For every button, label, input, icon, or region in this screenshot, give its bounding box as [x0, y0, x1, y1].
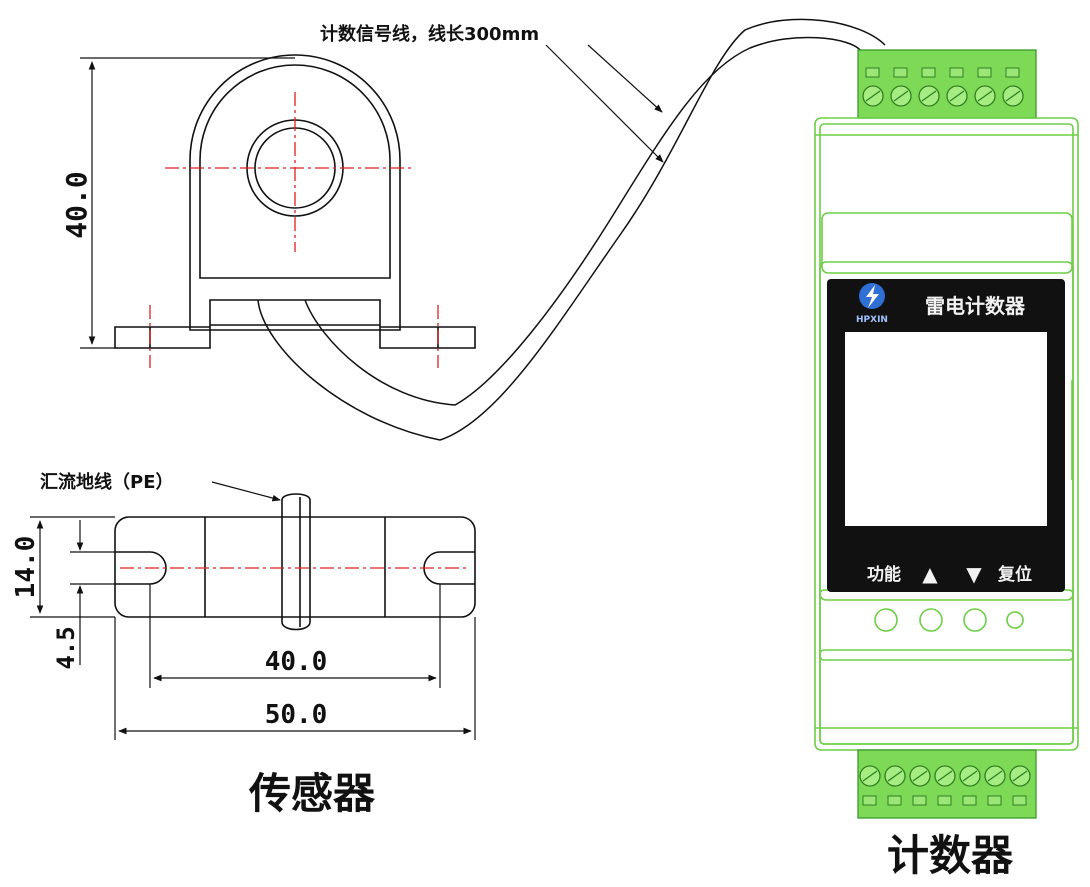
sensor-title: 传感器 — [248, 769, 376, 818]
counter-buttons — [874, 608, 1024, 632]
signal-cable — [257, 18, 886, 441]
ground-wire-body — [281, 493, 311, 631]
dim-overall-width-label: 50.0 — [265, 700, 328, 730]
sensor-inner-body — [199, 64, 391, 279]
counter-title: 计数器 — [887, 831, 1014, 880]
dim-sensor-height-label: 40.0 — [60, 171, 93, 238]
dim-sensor-height — [80, 57, 295, 349]
reset-button — [1006, 611, 1024, 629]
dim-slot-offset — [70, 520, 115, 665]
signal-wire-label: 计数信号线，线长300mm — [320, 23, 539, 45]
up-button — [919, 608, 943, 632]
ground-wire-leader — [211, 481, 281, 502]
logo-text: HPXIN — [856, 315, 888, 325]
down-arrow-icon: ▼ — [966, 562, 982, 586]
function-button — [874, 608, 898, 632]
top-terminal-block — [857, 49, 1037, 119]
sensor-side-body — [114, 516, 476, 618]
down-button — [963, 608, 987, 632]
bottom-terminal-block — [857, 749, 1037, 819]
reset-label: 复位 — [997, 564, 1032, 585]
sensor-outer-body — [189, 54, 401, 331]
dim-overall-width — [114, 617, 476, 740]
device-name: 雷电计数器 — [925, 294, 1026, 318]
dim-hole-spacing — [149, 584, 441, 688]
dim-depth — [30, 516, 115, 618]
ground-wire-label: 汇流地线（PE） — [40, 471, 174, 493]
dim-slot-offset-label: 4.5 — [52, 626, 80, 669]
dim-hole-spacing-label: 40.0 — [265, 647, 328, 677]
dim-depth-label: 14.0 — [11, 536, 41, 599]
signal-wire-leader — [545, 44, 664, 163]
lcd-screen — [845, 332, 1047, 526]
lightning-icon — [866, 285, 879, 308]
sensor-base — [114, 299, 476, 349]
sensor-side-view — [114, 493, 476, 631]
function-label: 功能 — [867, 564, 901, 585]
sensor-centerlines — [149, 92, 439, 368]
up-arrow-icon: ▲ — [922, 562, 938, 586]
